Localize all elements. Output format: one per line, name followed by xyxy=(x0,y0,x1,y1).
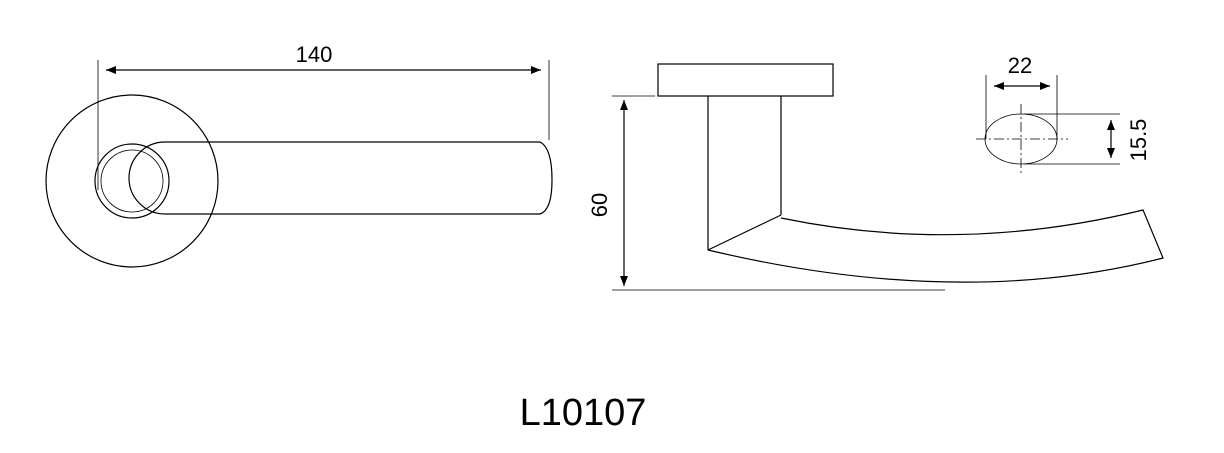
front-view: 140 xyxy=(45,42,553,268)
width-label: 22 xyxy=(1008,53,1032,78)
length-label: 140 xyxy=(296,42,333,67)
rosette-side xyxy=(657,63,834,97)
section-view: 22 15.5 xyxy=(976,53,1151,175)
side-view: 60 xyxy=(587,63,1164,291)
rosette-inner xyxy=(94,143,170,219)
lever-side xyxy=(707,209,1164,283)
rosette-outer xyxy=(45,94,219,268)
thickness-label: 15.5 xyxy=(1126,119,1151,162)
model-label: L10107 xyxy=(520,392,647,434)
height-label: 60 xyxy=(587,193,612,217)
lever-body xyxy=(165,141,553,215)
